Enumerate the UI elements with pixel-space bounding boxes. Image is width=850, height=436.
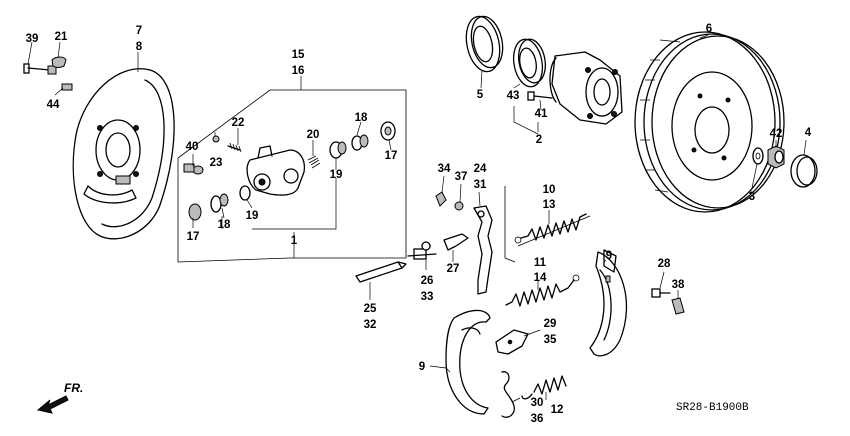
brake-shoe-right bbox=[589, 249, 628, 357]
wheel-cylinder-box bbox=[177, 89, 407, 263]
spring-12 bbox=[521, 375, 567, 400]
pin-34 bbox=[435, 191, 464, 211]
label-31: 31 bbox=[474, 179, 487, 191]
diagram-code: SR28-B1900B bbox=[676, 402, 749, 414]
label-1: 1 bbox=[291, 235, 298, 247]
label-40: 40 bbox=[186, 141, 199, 153]
hub-cap bbox=[790, 154, 818, 188]
label-23: 23 bbox=[210, 157, 223, 169]
label-22: 22 bbox=[232, 117, 245, 129]
return-spring-13 bbox=[514, 213, 587, 244]
bolt-39-assembly bbox=[23, 56, 73, 91]
brake-shoe-left bbox=[445, 309, 491, 415]
label-37: 37 bbox=[455, 171, 468, 183]
label-10: 10 bbox=[543, 184, 556, 196]
label-42: 42 bbox=[770, 128, 783, 140]
front-label: FR. bbox=[64, 381, 83, 395]
spindle-nut bbox=[767, 145, 785, 169]
callout-numbers: 39 21 44 7 8 40 23 22 17 18 19 20 19 18 … bbox=[26, 23, 812, 425]
bolt-28 bbox=[651, 288, 685, 315]
label-4: 4 bbox=[805, 127, 812, 139]
label-29: 29 bbox=[544, 318, 557, 330]
spring-30 bbox=[501, 371, 515, 418]
parking-lever bbox=[473, 205, 493, 295]
wheel-cylinder bbox=[246, 145, 306, 196]
backing-plate bbox=[72, 68, 175, 240]
label-27: 27 bbox=[447, 263, 460, 275]
label-17a: 17 bbox=[187, 231, 200, 243]
label-19a: 19 bbox=[246, 210, 259, 222]
label-15: 15 bbox=[292, 49, 305, 61]
label-33: 33 bbox=[421, 291, 434, 303]
bleeder-screw bbox=[212, 135, 242, 153]
washer bbox=[752, 147, 764, 165]
label-18a: 18 bbox=[218, 219, 231, 231]
hub-bolt bbox=[527, 91, 553, 101]
plate-27 bbox=[443, 233, 469, 251]
label-32: 32 bbox=[364, 319, 377, 331]
label-20: 20 bbox=[307, 129, 320, 141]
label-12: 12 bbox=[551, 404, 564, 416]
label-38: 38 bbox=[672, 279, 685, 291]
hub bbox=[549, 51, 623, 125]
adjuster-26 bbox=[407, 241, 437, 260]
label-6: 6 bbox=[706, 23, 712, 35]
label-7: 7 bbox=[136, 25, 142, 37]
spring-14 bbox=[505, 274, 580, 307]
label-3: 3 bbox=[749, 191, 755, 203]
label-17b: 17 bbox=[385, 150, 398, 162]
label-5: 5 bbox=[477, 89, 484, 101]
bearing bbox=[512, 38, 547, 88]
rod-25 bbox=[355, 261, 407, 283]
label-43: 43 bbox=[507, 90, 520, 102]
label-35: 35 bbox=[544, 334, 557, 346]
label-14: 14 bbox=[534, 272, 547, 284]
label-9b: 9 bbox=[419, 361, 425, 373]
label-18b: 18 bbox=[355, 112, 368, 124]
label-34: 34 bbox=[438, 163, 451, 175]
label-44: 44 bbox=[47, 99, 60, 111]
label-8: 8 bbox=[136, 41, 143, 53]
label-11: 11 bbox=[534, 257, 547, 269]
label-9a: 9 bbox=[606, 250, 612, 262]
label-26: 26 bbox=[421, 275, 434, 287]
front-direction-indicator: FR. bbox=[36, 381, 83, 414]
front-arrow-icon bbox=[36, 395, 69, 414]
oil-seal bbox=[465, 15, 504, 73]
cylinder-seals-left bbox=[183, 163, 251, 221]
leader-lines bbox=[27, 34, 807, 403]
label-24: 24 bbox=[474, 163, 487, 175]
brake-drum bbox=[634, 31, 785, 213]
label-30: 30 bbox=[531, 397, 544, 409]
label-25: 25 bbox=[364, 303, 377, 315]
label-16: 16 bbox=[292, 65, 305, 77]
label-2: 2 bbox=[536, 134, 542, 146]
label-21: 21 bbox=[55, 31, 68, 43]
label-39: 39 bbox=[26, 33, 39, 45]
adjuster-plate-29 bbox=[495, 329, 529, 355]
cylinder-seals-right bbox=[307, 121, 396, 169]
label-19b: 19 bbox=[330, 169, 343, 181]
label-28: 28 bbox=[658, 258, 671, 270]
label-13: 13 bbox=[543, 199, 556, 211]
label-36: 36 bbox=[531, 413, 544, 425]
label-41: 41 bbox=[535, 108, 548, 120]
